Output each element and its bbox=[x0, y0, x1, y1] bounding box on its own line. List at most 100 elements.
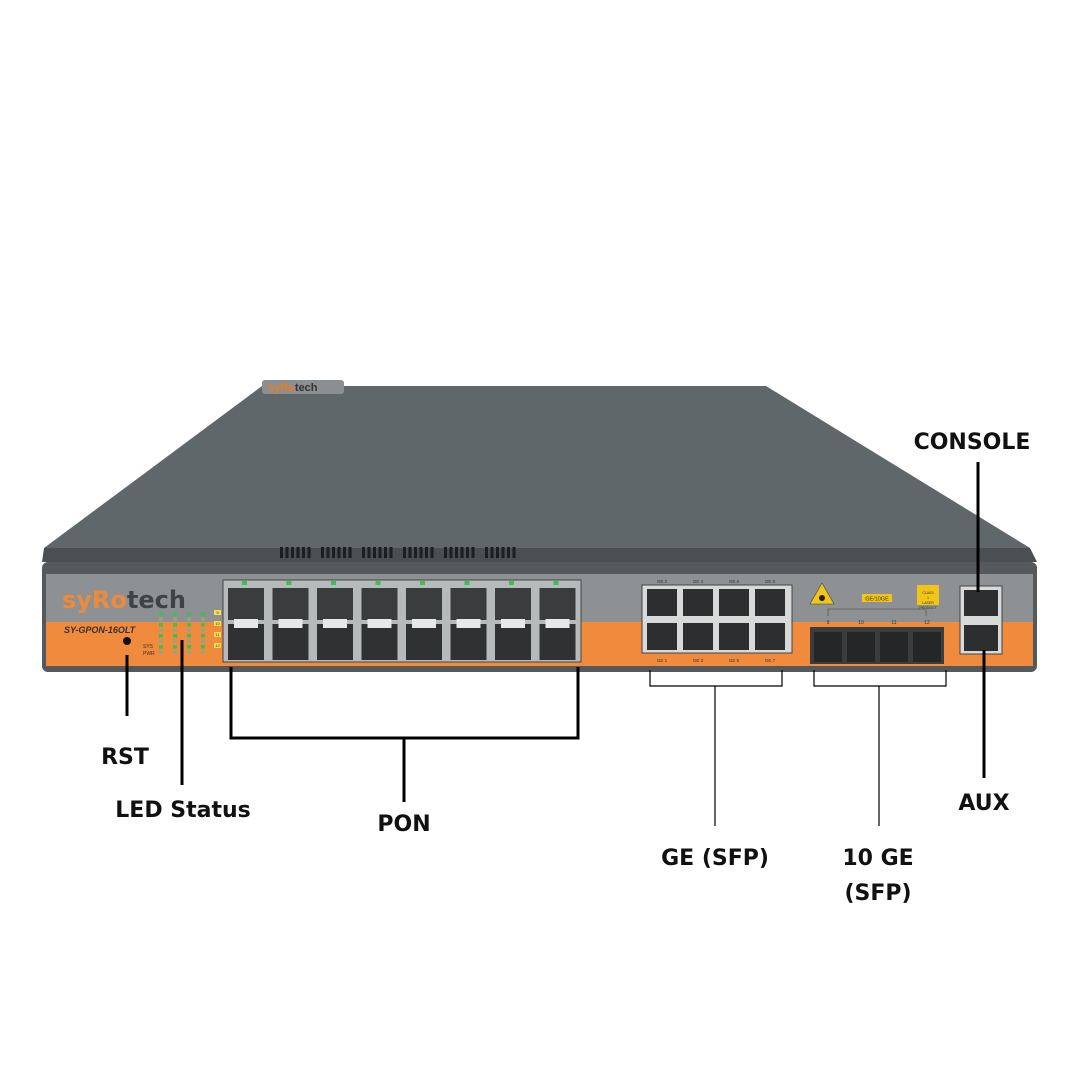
vent-slot bbox=[337, 547, 341, 558]
led-indicator-yellow bbox=[214, 610, 221, 615]
ge-port[interactable] bbox=[755, 589, 785, 616]
callout-pon: PON bbox=[377, 812, 431, 837]
vent-slot bbox=[490, 547, 494, 558]
vent-slots bbox=[280, 547, 516, 558]
vent-slot bbox=[455, 547, 458, 558]
pon-port-latch bbox=[456, 619, 481, 628]
pon-port[interactable] bbox=[450, 624, 487, 660]
callout-10ge-sfp: 10 GE (SFP) bbox=[842, 841, 913, 911]
vent-slot bbox=[408, 547, 412, 558]
ge-port-label: GE 4 bbox=[693, 579, 704, 584]
tenge-port-label: 12 bbox=[924, 620, 930, 626]
pon-port[interactable] bbox=[228, 624, 264, 660]
vent-slot bbox=[280, 547, 283, 558]
vent-slot bbox=[512, 547, 516, 558]
ge-port[interactable] bbox=[647, 589, 677, 616]
vent-slot bbox=[378, 547, 382, 558]
ge-port[interactable] bbox=[647, 623, 677, 650]
led-label-pwr: PWR bbox=[143, 651, 155, 657]
vent-slot bbox=[307, 547, 311, 558]
ge-port[interactable] bbox=[683, 623, 713, 650]
pon-port-led bbox=[286, 581, 292, 585]
pon-port[interactable] bbox=[272, 624, 309, 660]
pon-port[interactable] bbox=[406, 588, 442, 620]
led-indicator bbox=[173, 612, 177, 616]
reset-button[interactable] bbox=[123, 637, 131, 645]
led-indicator bbox=[187, 634, 191, 638]
pon-port[interactable] bbox=[406, 624, 442, 660]
pon-port[interactable] bbox=[450, 588, 487, 620]
callout-aux: AUX bbox=[958, 791, 1010, 816]
callout-lines bbox=[125, 462, 986, 826]
led-indicator bbox=[187, 612, 191, 616]
vent-slot bbox=[414, 547, 417, 558]
console-port[interactable] bbox=[964, 590, 998, 616]
tenge-sfp-port[interactable] bbox=[913, 632, 941, 662]
led-indicator bbox=[201, 623, 205, 627]
led-indicator bbox=[201, 612, 205, 616]
led-indicator bbox=[159, 628, 163, 632]
led-indicator bbox=[187, 617, 191, 621]
tenge-sfp-port[interactable] bbox=[814, 632, 842, 662]
pon-port[interactable] bbox=[495, 624, 531, 660]
tenge-sfp-port[interactable] bbox=[847, 632, 875, 662]
ge-port[interactable] bbox=[755, 623, 785, 650]
led-indicator bbox=[173, 617, 177, 621]
led-indicator-yellow bbox=[214, 621, 221, 626]
led-indicator bbox=[173, 628, 177, 632]
pon-port[interactable] bbox=[361, 624, 398, 660]
pon-port[interactable] bbox=[539, 624, 576, 660]
led-indicator bbox=[159, 645, 163, 649]
ge-port-label: GE 8 bbox=[765, 579, 776, 584]
callout-console: CONSOLE bbox=[913, 430, 1031, 455]
pon-port-led bbox=[553, 581, 559, 585]
aux-port[interactable] bbox=[964, 625, 998, 651]
led-indicator bbox=[187, 650, 191, 654]
pon-port-latch bbox=[501, 619, 525, 628]
led-side-label: 11 bbox=[215, 632, 220, 637]
pon-port[interactable] bbox=[272, 588, 309, 620]
device-top-edge bbox=[42, 548, 1037, 562]
ge-port-label: GE 3 bbox=[693, 658, 704, 663]
vent-slot bbox=[403, 547, 406, 558]
led-indicator bbox=[173, 650, 177, 654]
pon-port-latch bbox=[323, 619, 347, 628]
pon-port-led bbox=[420, 581, 425, 585]
vent-slot bbox=[471, 547, 475, 558]
device-top-cover bbox=[44, 386, 1030, 548]
led-side-label: 9 bbox=[216, 610, 219, 615]
led-side-label: 10 bbox=[215, 621, 220, 626]
led-indicator bbox=[159, 634, 163, 638]
vent-slot bbox=[296, 547, 300, 558]
pon-port-led bbox=[464, 581, 470, 585]
led-indicator bbox=[173, 634, 177, 638]
vent-slot bbox=[332, 547, 335, 558]
pon-port-latch bbox=[367, 619, 392, 628]
ge-port[interactable] bbox=[683, 589, 713, 616]
vent-slot bbox=[389, 547, 393, 558]
pon-port[interactable] bbox=[361, 588, 398, 620]
vent-slot bbox=[466, 547, 469, 558]
callout-led-status: LED Status bbox=[115, 798, 251, 823]
vent-slot bbox=[302, 547, 305, 558]
pon-port[interactable] bbox=[228, 588, 264, 620]
vent-slot bbox=[326, 547, 330, 558]
vent-slot bbox=[373, 547, 376, 558]
ge-port[interactable] bbox=[719, 589, 749, 616]
tenge-port-label: 9 bbox=[827, 620, 830, 626]
vent-slot bbox=[449, 547, 453, 558]
pon-port[interactable] bbox=[317, 624, 353, 660]
ge-port[interactable] bbox=[719, 623, 749, 650]
vent-slot bbox=[430, 547, 434, 558]
vent-slot bbox=[419, 547, 423, 558]
led-indicator bbox=[159, 650, 163, 654]
led-indicator bbox=[159, 617, 163, 621]
vent-slot bbox=[460, 547, 464, 558]
pon-port[interactable] bbox=[317, 588, 353, 620]
pon-port[interactable] bbox=[539, 588, 576, 620]
tenge-sfp-port[interactable] bbox=[880, 632, 908, 662]
pon-port[interactable] bbox=[495, 588, 531, 620]
led-indicator bbox=[201, 634, 205, 638]
